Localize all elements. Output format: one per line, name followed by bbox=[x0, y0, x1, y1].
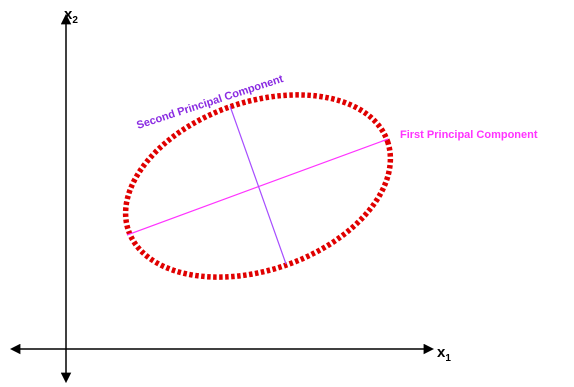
y-axis-label: x2 bbox=[64, 6, 78, 26]
first-principal-component-line bbox=[126, 138, 389, 236]
y-axis-subscript: 2 bbox=[72, 15, 78, 26]
first-principal-component-label: First Principal Component bbox=[400, 129, 538, 141]
second-principal-component-label: Second Principal Component bbox=[135, 73, 285, 132]
second-principal-component-line bbox=[229, 105, 287, 265]
data-ellipse bbox=[122, 92, 394, 280]
x-axis-letter: x bbox=[437, 344, 446, 361]
x-axis-label: x1 bbox=[437, 344, 451, 364]
x-axis-subscript: 1 bbox=[445, 353, 451, 364]
y-axis-letter: x bbox=[64, 6, 73, 23]
